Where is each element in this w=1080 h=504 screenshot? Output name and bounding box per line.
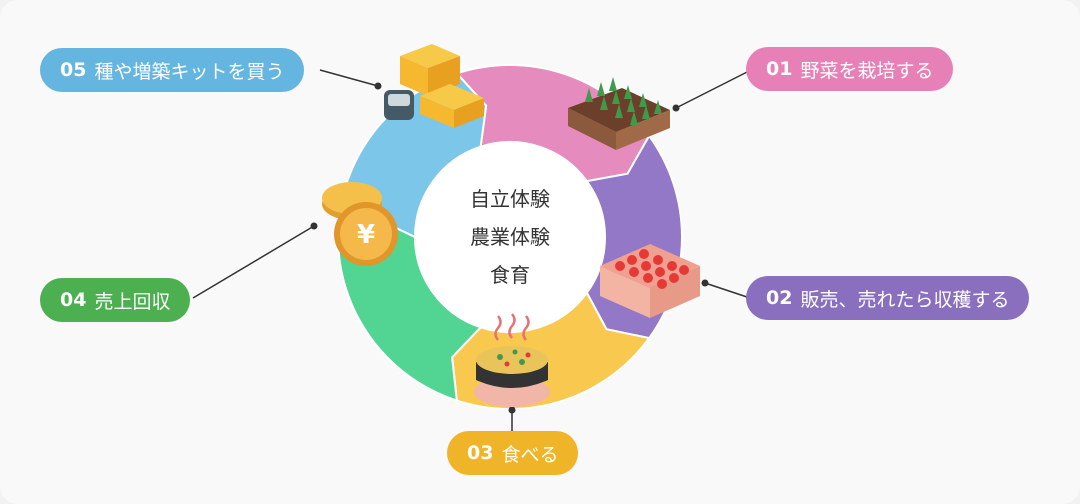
step-04-label: 売上回収 <box>94 290 171 313</box>
step-02-number: 02 <box>766 287 793 309</box>
strawberry-crate-icon <box>600 244 700 318</box>
center-line-2: 農業体験 <box>470 225 550 249</box>
step-01-number: 01 <box>766 58 793 80</box>
step-02-pill: 02 販売、売れたら収穫する <box>746 276 1030 320</box>
hot-pot-icon <box>474 313 550 407</box>
connector-02 <box>704 282 751 299</box>
connector-01 <box>675 67 756 109</box>
step-01-label: 野菜を栽培する <box>800 59 934 82</box>
step-05-pill: 05 種や増築キットを買う <box>40 48 305 92</box>
vegetable-bed-icon <box>568 77 670 150</box>
step-02-label: 販売、売れたら収穫する <box>800 288 1010 311</box>
yen-coins-icon: ¥ <box>322 182 398 266</box>
step-05-number: 05 <box>60 59 87 81</box>
connector-dot-02 <box>701 279 709 287</box>
connector-lines <box>192 67 756 432</box>
connector-dot-05 <box>374 82 382 90</box>
step-03-number: 03 <box>467 442 494 464</box>
connector-dots <box>310 82 709 414</box>
step-03-label: 食べる <box>501 443 559 466</box>
connector-dot-01 <box>672 104 680 112</box>
connector-dot-04 <box>310 222 318 230</box>
step-01-pill: 01 野菜を栽培する <box>746 47 954 91</box>
center-line-1: 自立体験 <box>470 187 550 211</box>
step-05-label: 種や増築キットを買う <box>94 60 285 83</box>
center-label: 自立体験 農業体験 食育 <box>425 152 595 322</box>
connector-04 <box>192 225 315 299</box>
step-03-pill: 03 食べる <box>447 431 579 475</box>
center-line-3: 食育 <box>490 263 530 287</box>
step-04-number: 04 <box>60 289 87 311</box>
step-04-pill: 04 売上回収 <box>40 278 191 322</box>
connector-dot-03 <box>508 406 516 414</box>
svg-text:¥: ¥ <box>357 220 375 250</box>
center-circle <box>415 142 605 332</box>
connector-05 <box>319 69 379 87</box>
parcel-boxes-icon <box>384 44 484 128</box>
